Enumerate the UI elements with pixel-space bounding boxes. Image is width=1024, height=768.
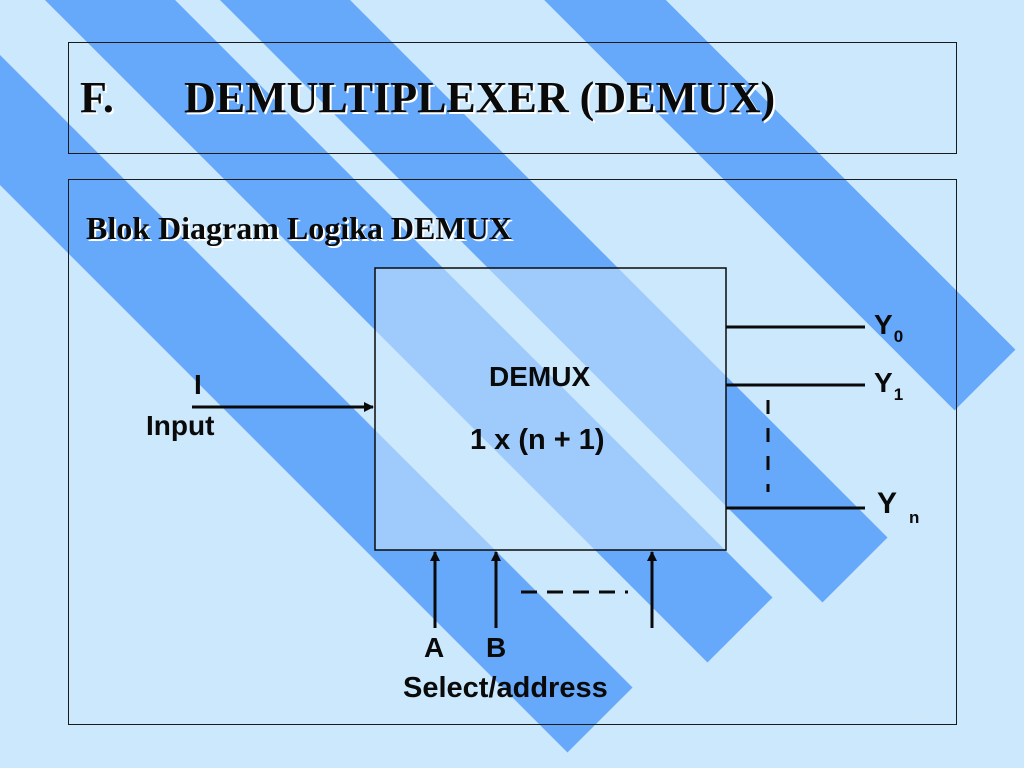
output-yn-sub: n <box>909 508 920 527</box>
stripe-1 <box>0 54 633 753</box>
block-name: DEMUX <box>489 361 591 392</box>
page-title: F. DEMULTIPLEXER (DEMUX) <box>80 72 775 123</box>
stripe-4 <box>544 0 1016 411</box>
title-number: F. <box>80 73 114 122</box>
output-yn-base: Y <box>877 487 898 520</box>
input-symbol: I <box>194 369 202 400</box>
stripe-3 <box>219 0 888 603</box>
output-y0-base: Y <box>874 309 893 340</box>
title-frame <box>68 42 957 154</box>
output-y1-base: Y <box>874 367 893 398</box>
page-number: 17 <box>914 709 928 724</box>
diagram-subtitle: Blok Diagram Logika DEMUX <box>86 210 512 246</box>
select-address-label: Select/address <box>403 672 608 704</box>
input-label: Input <box>146 410 215 441</box>
select-label-a: A <box>424 632 445 663</box>
demux-block <box>374 267 727 551</box>
output-y0-sub: 0 <box>893 327 904 346</box>
select-label-b: B <box>486 632 507 663</box>
output-y1-sub: 1 <box>893 385 904 404</box>
title-text: DEMULTIPLEXER (DEMUX) <box>184 73 776 122</box>
output-label-y1: Y1 <box>874 367 903 404</box>
output-label-y0: Y0 <box>874 309 903 346</box>
content-frame <box>68 179 957 725</box>
block-spec: 1 x (n + 1) <box>470 424 605 456</box>
